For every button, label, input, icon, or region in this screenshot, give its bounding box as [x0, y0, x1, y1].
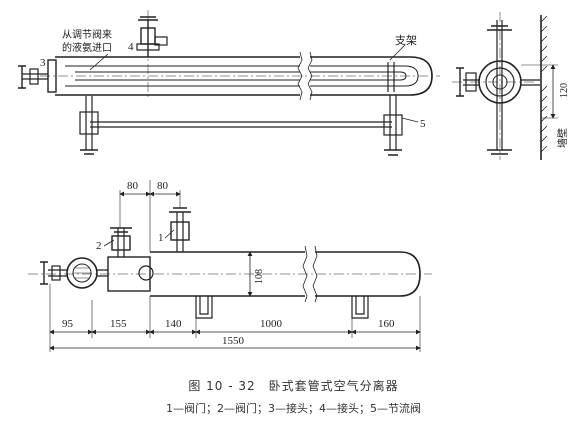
throttle-5-body: [383, 114, 403, 136]
bypass-left-handwheel: [80, 149, 98, 155]
bypass-left-riser: [85, 96, 93, 150]
dim-1000-label: 1000: [260, 318, 283, 330]
front-joint-handwheel: [40, 261, 48, 285]
front-support-left: [195, 296, 213, 319]
callout-1-leader: [164, 229, 175, 239]
top-view: [18, 10, 440, 156]
front-joint-fitting: [51, 265, 61, 281]
dim-120-ext: [521, 64, 558, 119]
valve-4-flange: [154, 36, 168, 46]
front-end-cap-outer: [66, 257, 98, 289]
valve-1-handwheel: [169, 207, 191, 213]
front-break-line: [302, 245, 318, 303]
valve-4-bonnet: [136, 43, 160, 51]
dim-120-label: 120: [559, 83, 570, 98]
bypass-pipe: [90, 121, 392, 128]
joint-3-pipe: [22, 73, 48, 80]
top-outer-shell-left: [55, 56, 300, 96]
callout-2-leader: [103, 239, 115, 247]
front-end-cap-hatch: [73, 267, 91, 279]
bottom-dim-ext: [49, 284, 421, 352]
inlet-leader: [89, 53, 109, 71]
dim-155-label: 155: [110, 318, 127, 330]
support-leader: [389, 44, 406, 61]
front-shell-left: [150, 251, 305, 297]
inlet-label-line2: 的液氨进口: [62, 41, 112, 54]
top-support: [387, 62, 395, 92]
side-view: [452, 12, 558, 160]
side-top-handwheel: [487, 25, 512, 31]
top-inner-tube-left: [65, 65, 300, 87]
callout-5: 5: [420, 118, 426, 130]
wall-hatch: [540, 15, 548, 153]
dim-140-label: 140: [165, 318, 182, 330]
wall-label: 墙壁: [556, 128, 569, 148]
side-left-pipe: [463, 79, 479, 86]
front-view: [28, 180, 432, 352]
side-bottom-handwheel: [487, 149, 512, 155]
valve-1-stem: [176, 212, 184, 252]
joint-3-fitting: [29, 68, 39, 85]
throttle-5-handwheel: [384, 149, 402, 156]
valve-2-stem: [117, 228, 125, 257]
dim-1550-label: 1550: [222, 335, 245, 347]
throttle-5-riser: [389, 95, 397, 150]
callout-2: 2: [96, 240, 102, 252]
side-vertical-pipe: [496, 20, 503, 150]
callout-1: 1: [158, 232, 164, 244]
throttle-5-leader: [401, 117, 419, 123]
valve-2-body: [111, 235, 131, 251]
figure-caption-legend: 1—阀门；2—阀门；3—接头；4—接头；5—节流阀: [166, 402, 421, 415]
front-support-right: [351, 296, 369, 319]
valve-1-body: [170, 221, 190, 241]
dim-160-label: 160: [378, 318, 395, 330]
front-left-port: [138, 265, 154, 281]
callout-4: 4: [128, 41, 134, 53]
figure-caption-title: 图 10 - 32 卧式套管式空气分离器: [188, 379, 399, 393]
side-right-pipe: [521, 79, 540, 86]
dim-95-label: 95: [62, 318, 74, 330]
inlet-label-line1: 从调节阀来: [62, 28, 112, 41]
top-dim-80a-label: 80: [127, 180, 139, 192]
dim-108-label: 108: [254, 269, 265, 284]
valve-2-handwheel: [110, 227, 132, 233]
top-dim-80b-label: 80: [157, 180, 169, 192]
callout-3: 3: [40, 57, 46, 69]
bypass-left-valve: [79, 111, 99, 135]
support-label: 支架: [395, 34, 417, 47]
joint-3-handwheel: [18, 65, 26, 89]
front-joint-pipe: [48, 269, 108, 277]
